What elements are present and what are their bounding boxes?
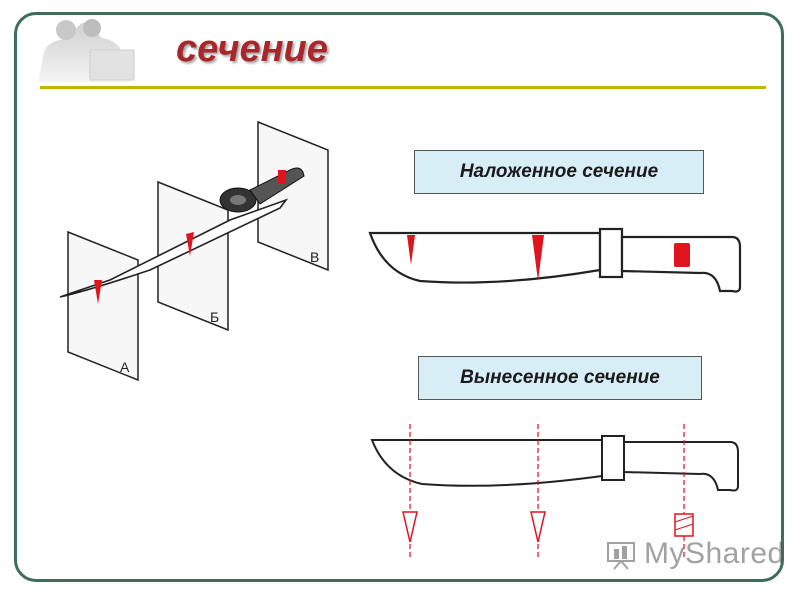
removed-section-label: Вынесенное сечение — [418, 356, 702, 400]
knife-overlay-illustration — [368, 227, 742, 293]
myshared-logo-icon — [607, 542, 635, 570]
plane-letter-c: В — [310, 249, 319, 265]
title-underline — [40, 86, 766, 89]
watermark-text: MyShared — [644, 537, 785, 570]
myshared-watermark: MyShared — [604, 534, 785, 574]
plane-letter-b: Б — [210, 309, 219, 325]
knife-removed-illustration — [370, 424, 739, 558]
presenters-logo-icon — [38, 19, 135, 82]
knife-planes-illustration: А Б В — [59, 120, 329, 382]
slide-frame — [14, 12, 784, 582]
plane-letter-a: А — [120, 359, 130, 375]
overlay-section-label: Наложенное сечение — [414, 150, 704, 194]
slide-title: сечение — [176, 28, 328, 70]
